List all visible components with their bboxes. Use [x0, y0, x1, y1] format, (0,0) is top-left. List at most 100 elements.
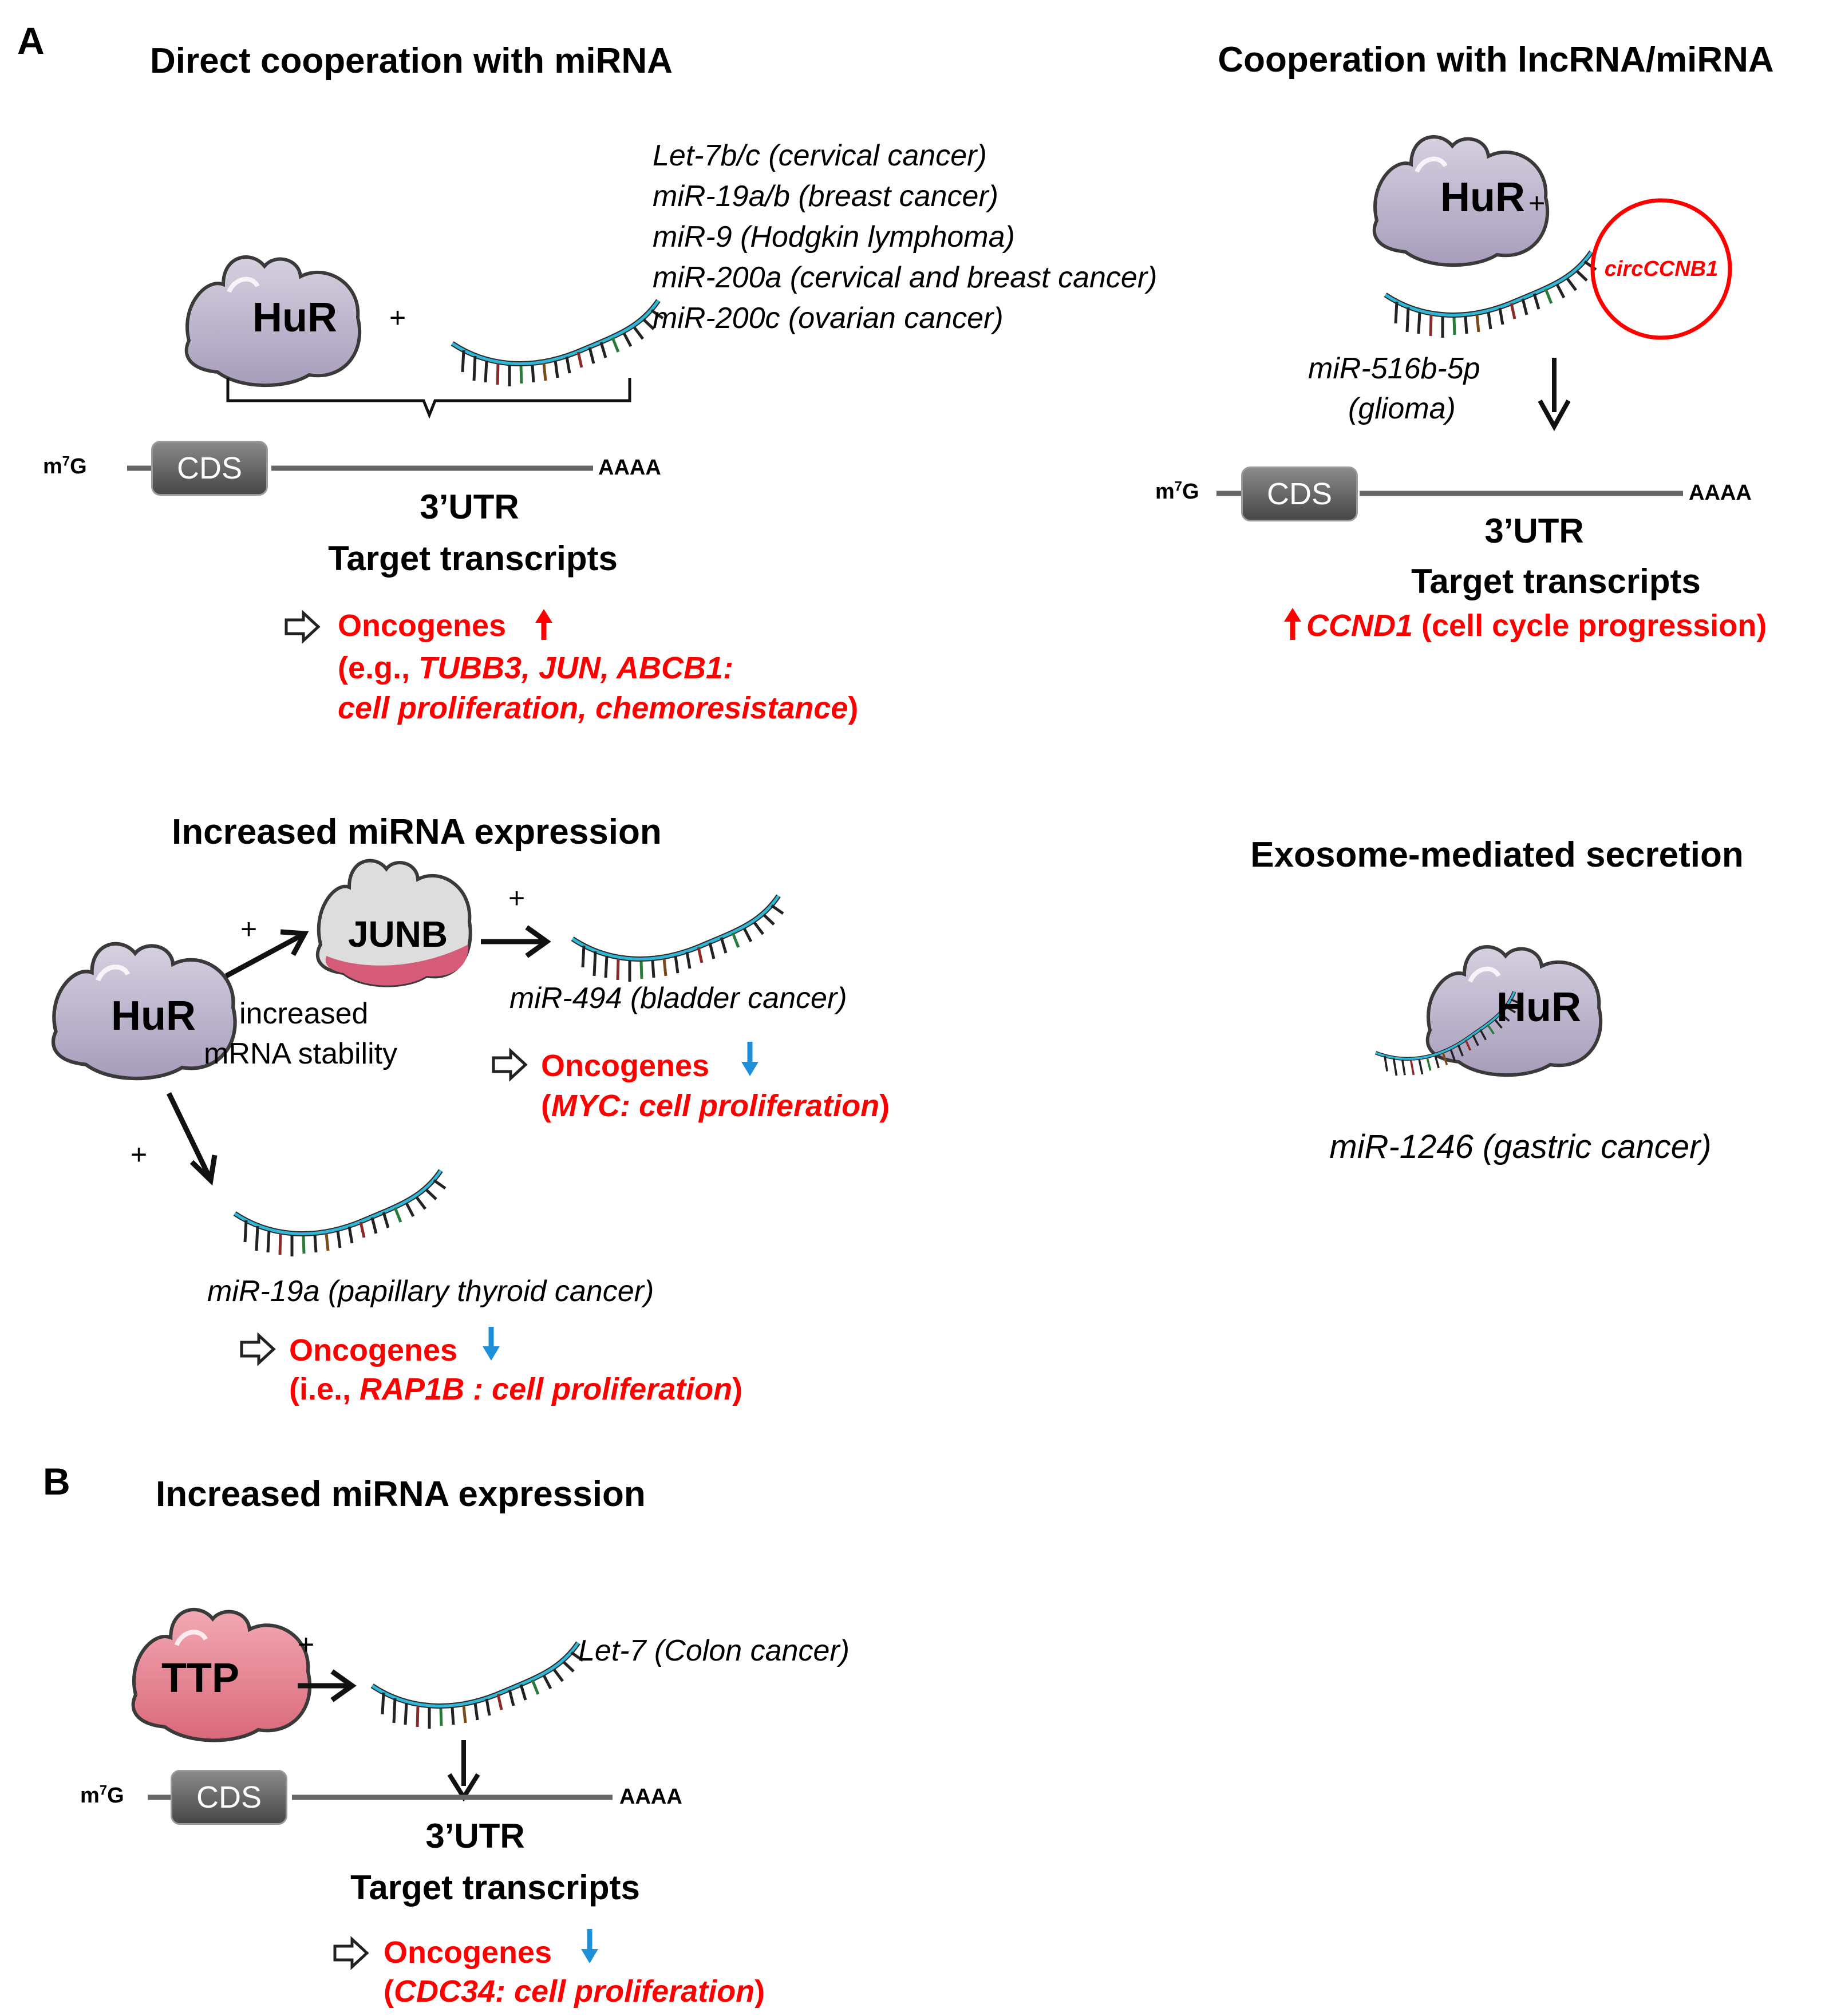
- myc-detail: MYC: cell proliferation: [551, 1089, 880, 1123]
- oncogenes-detail-line1-direct: (e.g., TUBB3, JUN, ABCB1:: [338, 653, 733, 683]
- gene-list: TUBB3, JUN, ABCB1:: [418, 651, 734, 685]
- oncogenes-detail-494: (MYC: cell proliferation): [541, 1090, 890, 1121]
- cds-box-lncrna: CDS: [1241, 467, 1358, 521]
- panel-a-letter: A: [17, 19, 45, 62]
- cap-g: G: [1182, 480, 1199, 504]
- close-paren: ): [732, 1372, 743, 1406]
- hollow-arrow-494: [493, 1051, 526, 1078]
- cap-label-lncrna: m7G: [1155, 479, 1199, 504]
- utr-label-b: 3’UTR: [425, 1817, 525, 1855]
- plus-mir494: +: [508, 882, 526, 914]
- plus-lncrna: +: [1528, 187, 1546, 219]
- function-list: cell proliferation, chemoresistance: [338, 691, 848, 725]
- hur-label-exosome: HuR: [1496, 985, 1581, 1030]
- mirna-list-item: Let-7b/c (cervical cancer): [653, 139, 987, 172]
- hollow-arrow-b: [335, 1939, 367, 1967]
- oncogenes-detail-19a: (i.e., RAP1B : cell proliferation): [289, 1374, 742, 1405]
- mir1246-label: miR-1246 (gastric cancer): [1329, 1128, 1712, 1165]
- oncogenes-label-494: Oncogenes: [541, 1049, 710, 1083]
- stability-line2: mRNA stability: [204, 1037, 398, 1070]
- hur-label-direct: HuR: [252, 295, 337, 341]
- hur-label-lncrna: HuR: [1440, 175, 1525, 220]
- arrow-ttp-to-let7: [298, 1669, 357, 1702]
- mir19a-label: miR-19a (papillary thyroid cancer): [207, 1275, 654, 1308]
- oncogenes-label-b: Oncogenes: [384, 1935, 552, 1970]
- cdc34-detail: CDC34: cell proliferation: [393, 1974, 755, 2009]
- open-paren: (: [541, 1089, 551, 1123]
- glioma-label: (glioma): [1348, 392, 1456, 425]
- panel-b-letter: B: [43, 1460, 70, 1503]
- mirna-strand-lncrna: [1385, 252, 1596, 338]
- stability-line1: increased: [239, 997, 369, 1030]
- eg-prefix: (e.g.,: [338, 651, 419, 685]
- up-arrow-lncrna: [1284, 608, 1301, 640]
- arrow-hur-to-mir19a: [166, 1092, 218, 1186]
- oncogenes-label-direct: Oncogenes: [338, 608, 507, 643]
- plus-let7: +: [298, 1628, 315, 1661]
- cap-m: m: [43, 454, 62, 479]
- target-transcripts-direct: Target transcripts: [328, 539, 618, 578]
- exosome-title: Exosome-mediated secretion: [1250, 835, 1744, 875]
- circ-rna-circle: [1590, 198, 1732, 340]
- down-arrow-let7: [447, 1740, 480, 1802]
- lncrna-cooperation-title: Cooperation with lncRNA/miRNA: [1218, 40, 1774, 80]
- increased-mirna-title-a: Increased miRNA expression: [172, 812, 662, 852]
- cap-label-direct: m7G: [43, 453, 87, 479]
- arrow-junb-to-mir494: [481, 925, 551, 958]
- increased-mirna-title-b: Increased miRNA expression: [156, 1475, 646, 1514]
- cap-sup: 7: [1174, 479, 1183, 495]
- ccnd1-function: (cell cycle progression): [1413, 608, 1767, 643]
- plus-junb: +: [240, 913, 258, 945]
- mirna-list-item: miR-19a/b (breast cancer): [653, 180, 998, 213]
- direct-cooperation-title: Direct cooperation with miRNA: [150, 41, 673, 81]
- let7-label: Let-7 (Colon cancer): [578, 1634, 850, 1667]
- open-paren: (: [384, 1974, 394, 2009]
- ccnd1-result: CCND1 (cell cycle progression): [1306, 610, 1767, 641]
- mirna-strand-494: [572, 896, 783, 982]
- target-transcripts-b: Target transcripts: [350, 1868, 640, 1907]
- cds-box-direct: CDS: [151, 441, 268, 496]
- mir494-label: miR-494 (bladder cancer): [509, 982, 847, 1015]
- polya-label-b: AAAA: [619, 1785, 682, 1809]
- cap-sup: 7: [62, 453, 70, 469]
- mirna-list-item: miR-200c (ovarian cancer): [653, 302, 1004, 335]
- close-paren: ): [754, 1974, 765, 2009]
- down-arrow-494: [741, 1042, 759, 1076]
- oncogenes-label-19a: Oncogenes: [289, 1333, 458, 1367]
- mirna-list-item: miR-200a (cervical and breast cancer): [653, 261, 1158, 294]
- junb-protein: [315, 859, 472, 987]
- utr-label-lncrna: 3’UTR: [1484, 512, 1584, 550]
- mirna-strand-direct: [452, 301, 663, 386]
- hollow-arrow-19a: [242, 1335, 274, 1363]
- down-arrow-19a: [483, 1327, 500, 1361]
- plus-direct: +: [389, 302, 406, 334]
- arrow-hur-to-junb: [224, 929, 309, 978]
- oncogenes-detail-b: (CDC34: cell proliferation): [384, 1976, 765, 2007]
- junb-label: JUNB: [347, 914, 448, 955]
- close-paren: ): [848, 691, 859, 725]
- up-arrow-direct: [535, 609, 552, 640]
- mirna-516b-label: miR-516b-5p: [1308, 352, 1480, 385]
- utr-label-direct: 3’UTR: [420, 488, 519, 526]
- close-paren: ): [879, 1089, 890, 1123]
- down-arrow-b: [581, 1929, 598, 1963]
- target-transcripts-lncrna: Target transcripts: [1411, 562, 1701, 600]
- cds-box-b: CDS: [171, 1770, 287, 1825]
- ccnd1-gene: CCND1: [1306, 608, 1413, 643]
- hur-label-increased: HuR: [111, 993, 196, 1039]
- circ-rna-label: circCCNB1: [1604, 257, 1719, 281]
- grouping-brace: [226, 378, 631, 419]
- down-arrow-lncrna: [1538, 358, 1571, 432]
- polya-label-direct: AAAA: [598, 456, 661, 480]
- ie-prefix: (i.e.,: [289, 1372, 360, 1406]
- oncogenes-detail-line2-direct: cell proliferation, chemoresistance): [338, 693, 858, 724]
- hollow-arrow-direct: [286, 613, 318, 641]
- cap-m: m: [1155, 480, 1175, 504]
- cap-g: G: [107, 1784, 124, 1808]
- plus-mir19a: +: [131, 1139, 148, 1171]
- mirna-strand-19a: [235, 1171, 445, 1256]
- mirna-strand-let7: [372, 1643, 583, 1729]
- mirna-list-item: miR-9 (Hodgkin lymphoma): [653, 220, 1015, 254]
- cap-m: m: [80, 1784, 100, 1808]
